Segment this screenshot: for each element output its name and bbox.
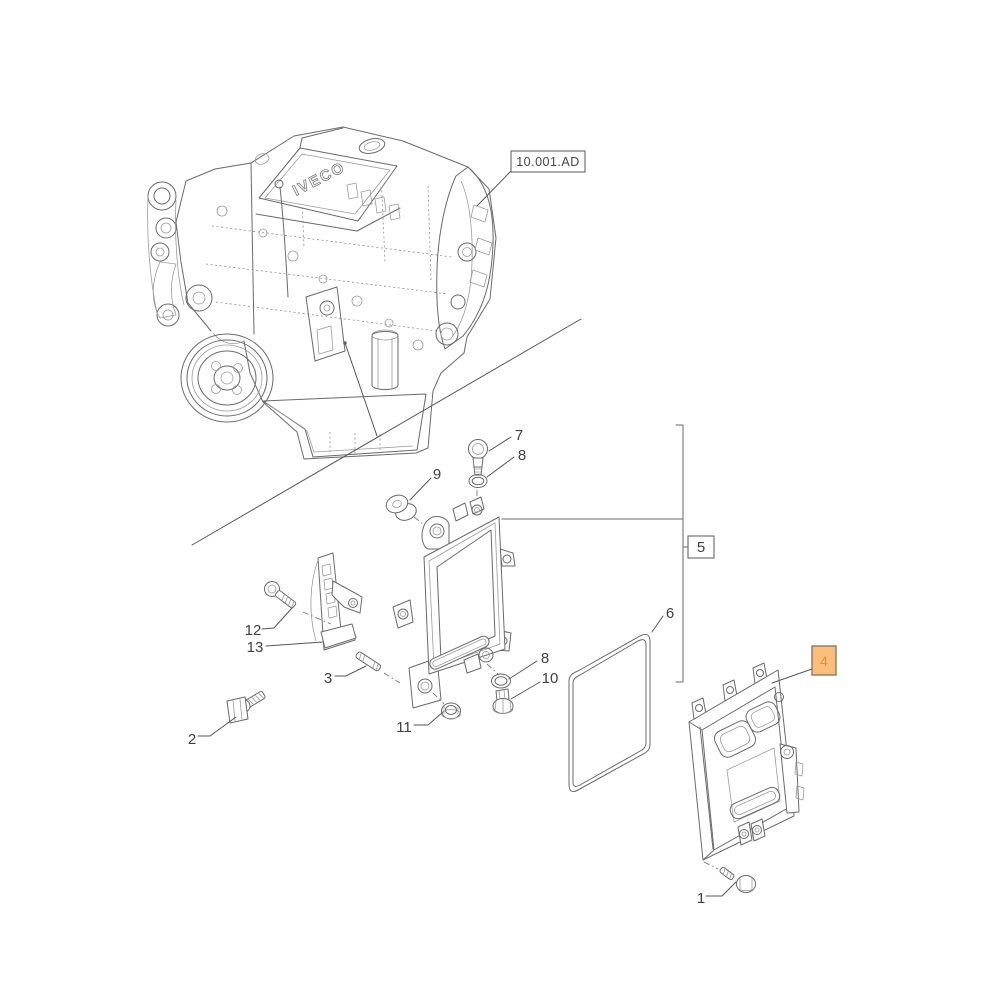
part-11-nut bbox=[441, 702, 461, 720]
part-10-plug bbox=[492, 688, 514, 714]
callout-5[interactable]: 5 bbox=[697, 539, 705, 556]
crank-damper-pulley bbox=[180, 333, 274, 423]
part-5-support-frame bbox=[392, 496, 684, 709]
callout-4-highlight-box[interactable] bbox=[811, 645, 837, 676]
flywheel-housing bbox=[435, 166, 494, 350]
part-2-screw-clip bbox=[226, 690, 266, 724]
section-ref-box[interactable] bbox=[510, 150, 586, 173]
callout-12[interactable]: 12 bbox=[245, 622, 262, 639]
part-3-stud bbox=[355, 651, 401, 684]
callout-8-top[interactable]: 8 bbox=[518, 447, 526, 464]
callout-4[interactable]: 4 bbox=[820, 653, 828, 669]
section-ref-leader bbox=[476, 169, 513, 207]
callout-4-leader bbox=[771, 668, 813, 684]
part-12-bolt bbox=[264, 581, 332, 625]
part-1-bolt bbox=[703, 861, 756, 893]
part-4-ecu-module bbox=[688, 662, 805, 861]
oil-pan bbox=[262, 393, 427, 458]
support-top-lug bbox=[421, 516, 450, 550]
callout-7[interactable]: 7 bbox=[515, 427, 523, 444]
part-9-grommet bbox=[385, 494, 429, 529]
engine-detail-leaders bbox=[191, 318, 582, 546]
fuel-filter bbox=[371, 329, 399, 390]
support-left-tab bbox=[392, 599, 414, 629]
callout-1[interactable]: 1 bbox=[697, 890, 705, 907]
part-8-oring-bottom bbox=[491, 673, 511, 689]
callout-9[interactable]: 9 bbox=[433, 466, 441, 483]
section-ref-label[interactable]: 10.001.AD bbox=[516, 155, 580, 169]
injection-pump bbox=[305, 286, 346, 362]
dipstick bbox=[279, 186, 289, 298]
fuel-rail-fittings bbox=[346, 182, 401, 221]
highlighted-callout-4[interactable]: 4 bbox=[771, 645, 837, 684]
part-8-oring-top bbox=[468, 474, 488, 507]
part-13-bracket bbox=[310, 552, 363, 651]
callouts: 1 2 3 6 7 8 9 8 10 11 12 13 bbox=[188, 427, 737, 907]
belt-and-pulleys bbox=[147, 181, 213, 327]
dipstick-handle bbox=[274, 179, 284, 189]
block-bosses bbox=[216, 205, 424, 351]
callout-2[interactable]: 2 bbox=[188, 731, 196, 748]
callout-10[interactable]: 10 bbox=[542, 670, 559, 687]
callout-11[interactable]: 11 bbox=[396, 719, 412, 736]
engine-illustration: IVECO bbox=[147, 126, 497, 460]
valve-cover: IVECO bbox=[254, 127, 401, 232]
callout-3[interactable]: 3 bbox=[324, 670, 332, 687]
part-6-gasket bbox=[568, 634, 651, 792]
callout-6[interactable]: 6 bbox=[666, 605, 674, 622]
callout-13[interactable]: 13 bbox=[247, 639, 264, 656]
group-5-box[interactable] bbox=[687, 535, 715, 559]
group-5-bracket: 5 bbox=[675, 424, 715, 683]
section-ref-callout[interactable]: 10.001.AD bbox=[476, 150, 586, 207]
callout-8-bottom[interactable]: 8 bbox=[541, 650, 549, 667]
part-7-screw bbox=[468, 439, 488, 476]
